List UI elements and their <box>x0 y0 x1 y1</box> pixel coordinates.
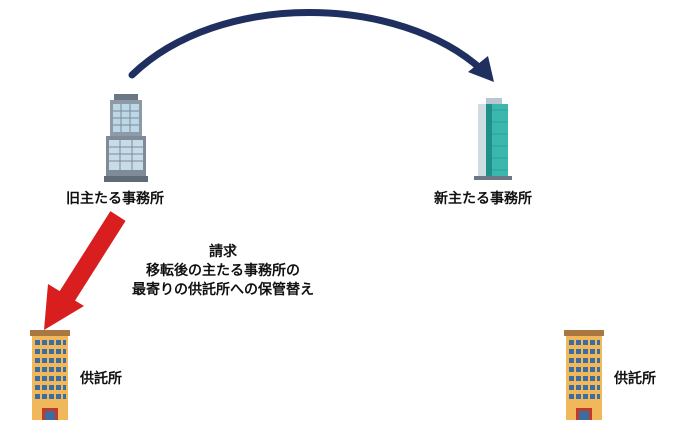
office-tower-gray-icon <box>104 94 148 182</box>
depository-left-label: 供託所 <box>80 371 122 387</box>
request-line-3: 最寄りの供託所への保管替え <box>132 282 314 298</box>
old-office-label: 旧主たる事務所 <box>66 191 164 207</box>
apartment-building-icon <box>564 330 604 420</box>
request-title: 請求 <box>209 244 237 260</box>
office-tower-glass-icon <box>474 98 512 180</box>
request-annotation: 請求 移転後の主たる事務所の 最寄りの供託所への保管替え <box>128 243 318 300</box>
new-office-label: 新主たる事務所 <box>434 191 532 207</box>
apartment-building-icon <box>30 330 70 420</box>
depository-right-label: 供託所 <box>614 371 656 387</box>
request-line-2: 移転後の主たる事務所の <box>146 263 300 279</box>
